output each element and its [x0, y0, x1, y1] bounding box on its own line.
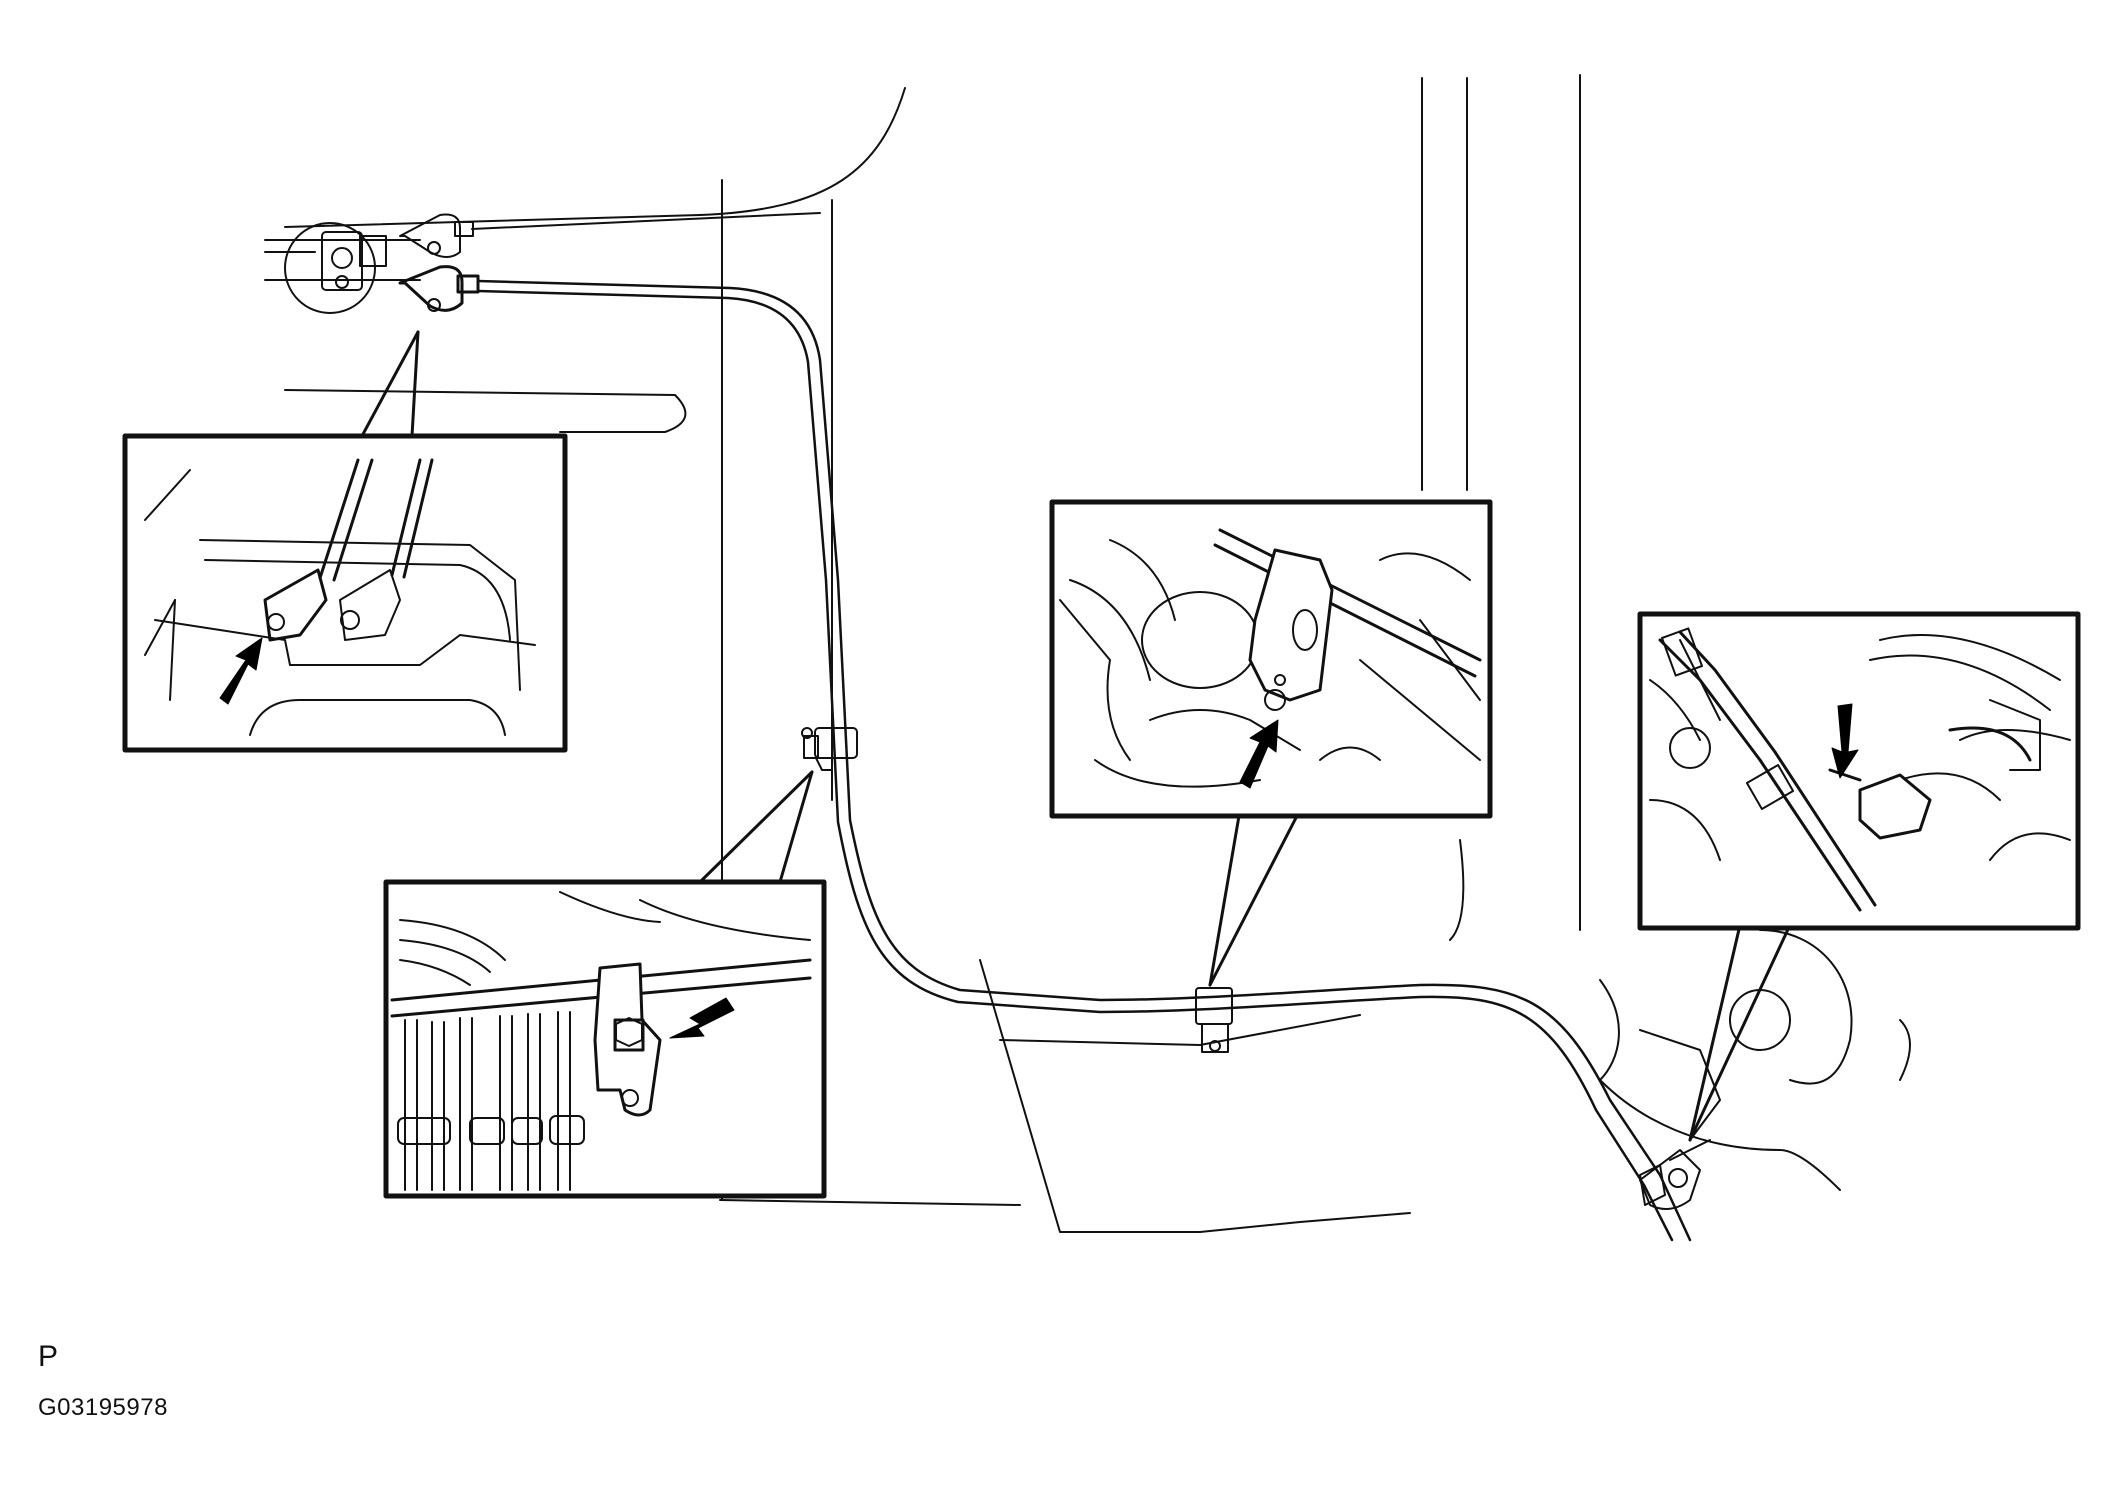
- callout-rear-cable-end: [122, 433, 568, 753]
- cable-end-bracket: [264, 213, 480, 314]
- view-letter-label: P: [38, 1340, 59, 1373]
- arrow-icon: [669, 997, 735, 1039]
- figure-code-label: G03195978: [38, 1394, 168, 1421]
- callout-center-clamp: [383, 879, 827, 1199]
- main-brake-cable: [476, 279, 1692, 1242]
- callout-front-equalizer: [1637, 611, 2081, 931]
- bottom-cable-clamp: [1195, 987, 1233, 1053]
- callout-leaders: [360, 330, 1792, 1142]
- arrow-icon: [1239, 719, 1279, 789]
- vertical-cable-clamp: [801, 727, 858, 771]
- rear-cable-clamp: [1639, 1149, 1701, 1210]
- arrow-icon: [219, 637, 263, 705]
- upper-cable: [471, 212, 821, 230]
- arrow-icon: [1831, 703, 1859, 779]
- callout-floor-clamp: [1049, 499, 1493, 819]
